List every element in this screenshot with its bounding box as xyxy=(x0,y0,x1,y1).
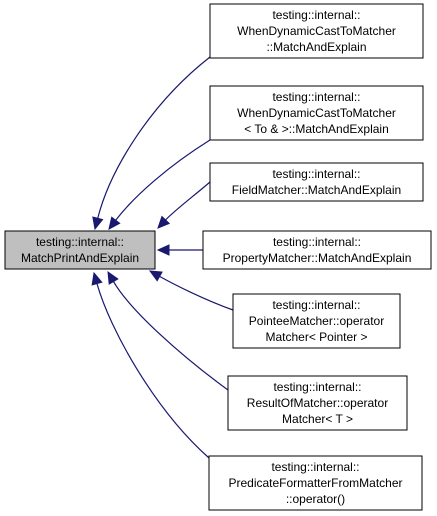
node-derived-6-label-line: ResultOfMatcher::operator xyxy=(247,396,388,410)
node-derived-1-label-line: ::MatchAndExplain xyxy=(266,40,366,54)
node-derived-5-label-line: Matcher< Pointer > xyxy=(265,330,367,344)
node-derived-5-box xyxy=(232,293,401,349)
node-derived-7[interactable]: testing::internal::PredicateFormatterFro… xyxy=(208,455,423,511)
node-derived-1-label-line: WhenDynamicCastToMatcher xyxy=(237,24,396,38)
edge-3 xyxy=(165,181,211,221)
node-derived-2[interactable]: testing::internal::WhenDynamicCastToMatc… xyxy=(209,85,424,141)
node-match-print-and-explain-label-line: testing::internal:: xyxy=(36,235,124,249)
node-derived-7-box xyxy=(208,455,423,511)
arrowhead-2 xyxy=(108,216,121,230)
arrowhead-4 xyxy=(156,244,170,256)
node-derived-6-label-line: Matcher< T > xyxy=(282,412,353,426)
node-derived-2-box xyxy=(209,85,424,141)
node-derived-6[interactable]: testing::internal::ResultOfMatcher::oper… xyxy=(227,375,408,431)
edge-1 xyxy=(97,56,211,219)
node-match-print-and-explain-label-line: MatchPrintAndExplain xyxy=(21,251,139,265)
edge-7 xyxy=(96,283,210,459)
node-match-print-and-explain-box xyxy=(4,230,156,270)
node-derived-4-label-line: PropertyMatcher::MatchAndExplain xyxy=(223,251,412,265)
node-match-print-and-explain[interactable]: testing::internal::MatchPrintAndExplain xyxy=(4,230,156,270)
node-derived-4[interactable]: testing::internal::PropertyMatcher::Matc… xyxy=(202,230,432,270)
edge-5 xyxy=(159,275,234,311)
nodes: testing::internal::MatchPrintAndExplaint… xyxy=(4,3,432,511)
edge-2 xyxy=(115,139,211,221)
node-derived-4-box xyxy=(202,230,432,270)
node-derived-5[interactable]: testing::internal::PointeeMatcher::opera… xyxy=(232,293,401,349)
edge-6 xyxy=(112,281,229,391)
arrowhead-5 xyxy=(148,270,163,282)
node-derived-3-label-line: FieldMatcher::MatchAndExplain xyxy=(232,183,401,197)
node-derived-1[interactable]: testing::internal::WhenDynamicCastToMatc… xyxy=(209,3,424,59)
arrowhead-7 xyxy=(91,271,103,286)
node-derived-7-label-line: ::operator() xyxy=(286,492,345,506)
node-derived-3-label-line: testing::internal:: xyxy=(272,167,360,181)
arrowhead-6 xyxy=(107,270,119,285)
node-derived-3-box xyxy=(209,162,424,202)
node-derived-5-label-line: testing::internal:: xyxy=(272,298,360,312)
node-derived-2-label-line: WhenDynamicCastToMatcher xyxy=(237,106,396,120)
node-derived-2-label-line: < To & >::MatchAndExplain xyxy=(244,122,389,136)
node-derived-7-label-line: PredicateFormatterFromMatcher xyxy=(228,476,402,490)
node-derived-2-label-line: testing::internal:: xyxy=(272,90,360,104)
node-derived-6-label-line: testing::internal:: xyxy=(273,380,361,394)
node-derived-4-label-line: testing::internal:: xyxy=(273,235,361,249)
edges xyxy=(91,56,234,459)
node-derived-1-box xyxy=(209,3,424,59)
arrowhead-3 xyxy=(157,215,171,229)
node-derived-6-box xyxy=(227,375,408,431)
node-derived-7-label-line: testing::internal:: xyxy=(271,460,359,474)
node-derived-3[interactable]: testing::internal::FieldMatcher::MatchAn… xyxy=(209,162,424,202)
node-derived-1-label-line: testing::internal:: xyxy=(272,8,360,22)
node-derived-5-label-line: PointeeMatcher::operator xyxy=(249,314,384,328)
arrowhead-1 xyxy=(92,216,104,231)
